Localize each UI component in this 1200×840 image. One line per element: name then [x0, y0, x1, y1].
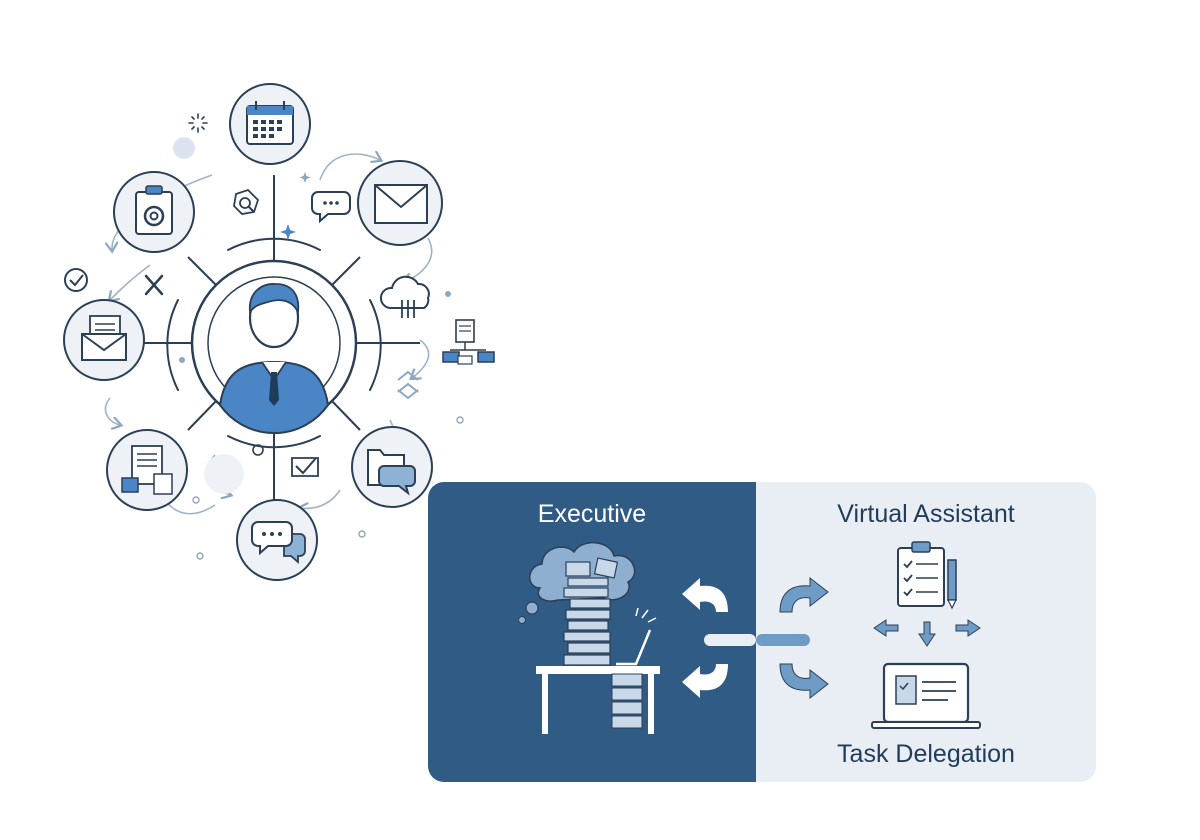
inbox-documents-icon: [63, 299, 145, 381]
executive-label: Executive: [537, 500, 647, 528]
connector-bar: [704, 634, 810, 646]
org-chart-icon: [442, 319, 495, 365]
arrow-icon: [779, 576, 829, 700]
envelope-folder-icon: [357, 160, 443, 246]
desk-icon: [536, 666, 660, 734]
chat-bubbles-icon: [236, 499, 318, 581]
virtual-assistant-label: Virtual Assistant: [837, 500, 1015, 528]
search-icon: [233, 188, 260, 215]
task-delegation-label: Task Delegation: [837, 740, 1015, 768]
email-at-icon: [113, 171, 195, 253]
star-sparkles: [280, 172, 311, 240]
arrow-icon: [873, 619, 981, 647]
chevron-icon: [397, 370, 419, 400]
cloud-icon: [380, 275, 430, 318]
arrow-icon: [682, 578, 728, 698]
close-icon: [144, 274, 164, 296]
executive-hub-diagram: [63, 83, 495, 581]
sparkle-icons: [188, 113, 208, 133]
center-ring-segments: [166, 237, 382, 449]
person-icon: [190, 259, 358, 434]
pencil-icon: [947, 559, 957, 610]
delegation-illustration: [518, 541, 981, 734]
delegation-panel: Executive Virtual Assistant Task Delegat…: [428, 482, 1096, 782]
chat-icon: [311, 191, 351, 224]
folder-chat-icon: [351, 426, 433, 508]
calendar-icon: [229, 83, 311, 165]
paper-stack-icon: [563, 557, 619, 666]
decorative-dots: [173, 137, 464, 560]
check-icon: [64, 268, 88, 292]
clipboard-checklist-icon: [897, 541, 945, 607]
inbox-check-icon: [291, 457, 319, 477]
documents-icon: [106, 429, 188, 511]
monitor-checklist-icon: [871, 662, 981, 729]
laptop-icon: [616, 607, 657, 666]
